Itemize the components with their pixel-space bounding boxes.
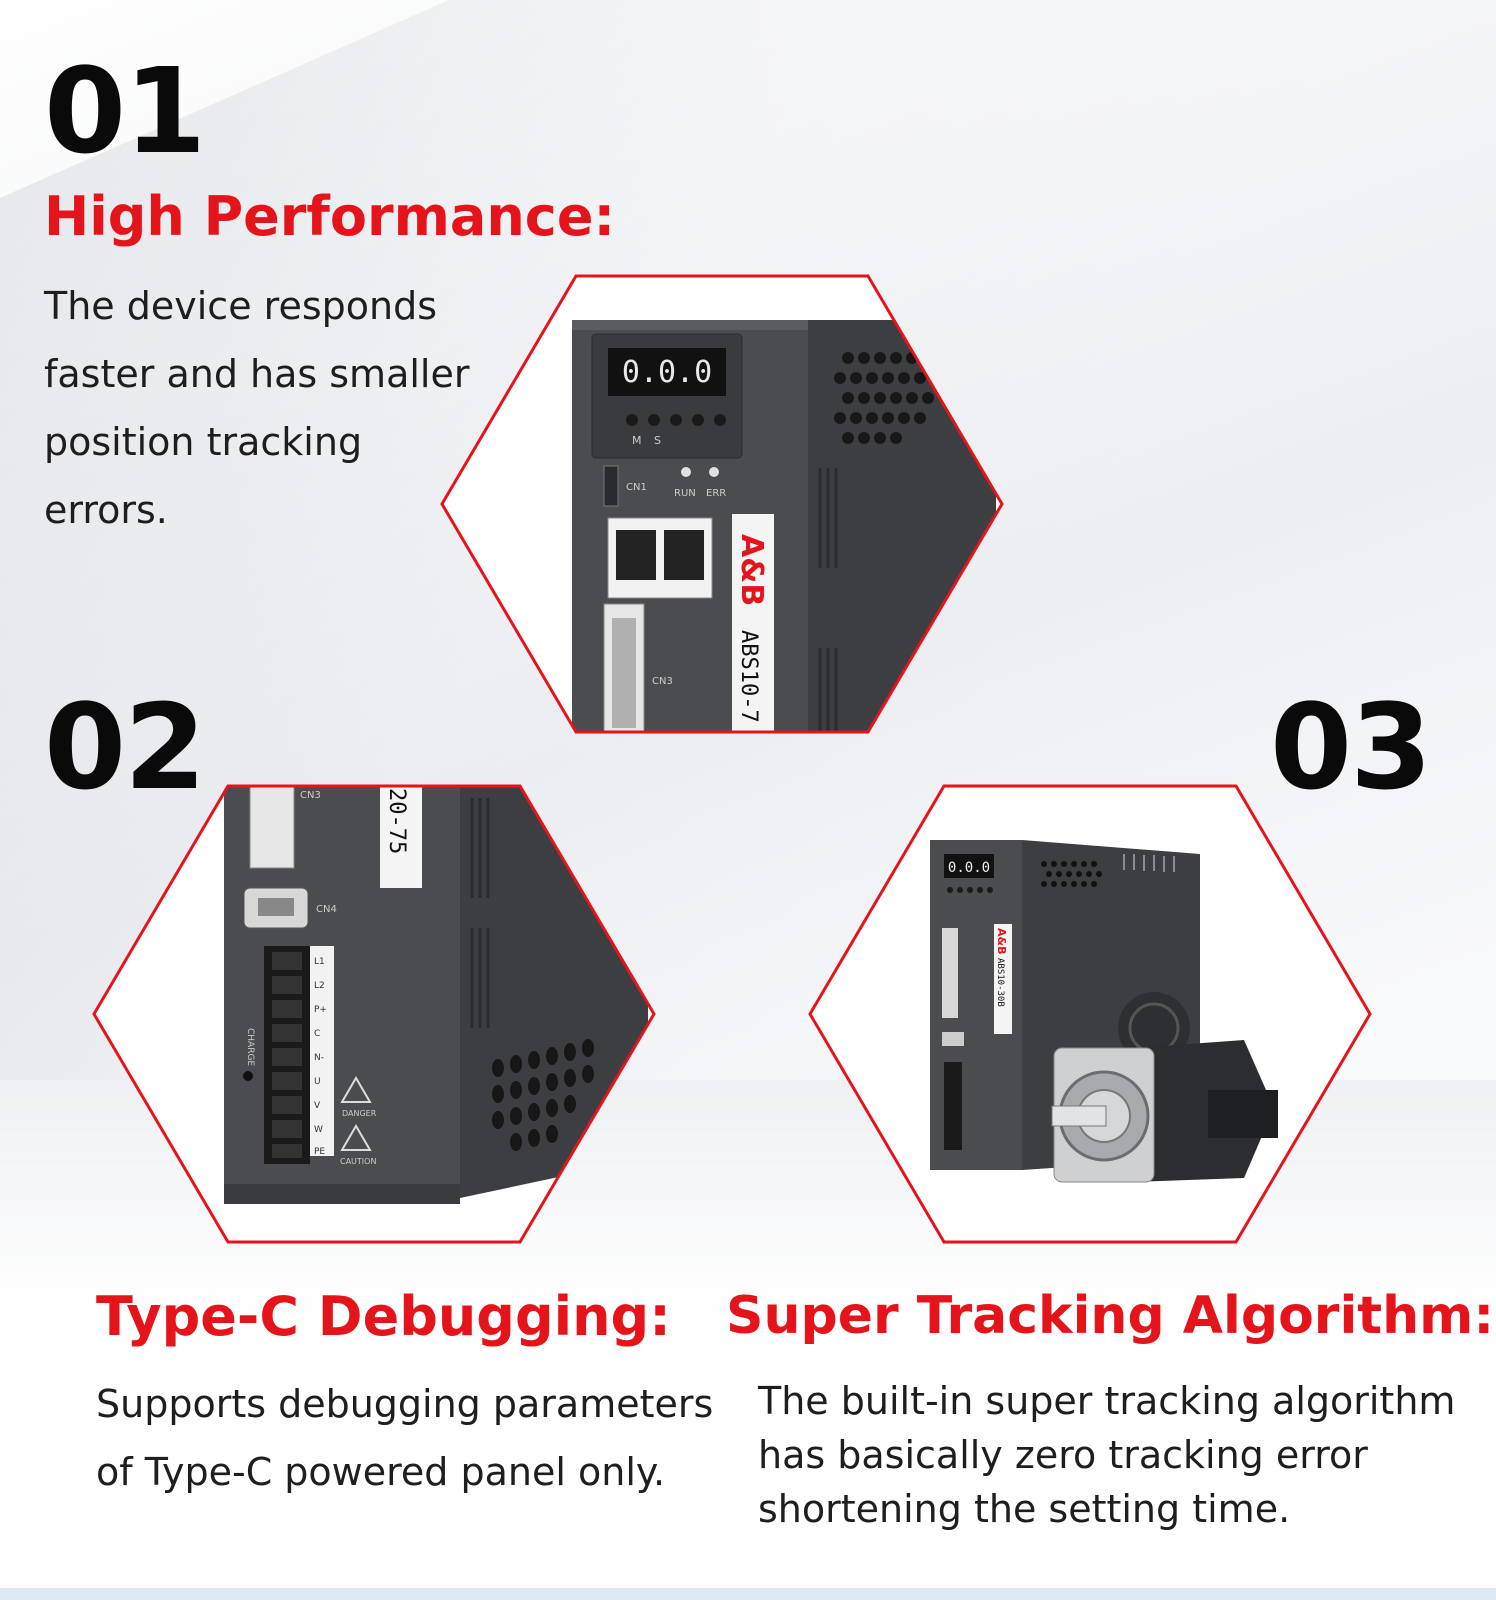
description-line: The device responds — [44, 284, 437, 328]
description-line: faster and has smaller — [44, 352, 470, 396]
hex-outline — [92, 784, 656, 1244]
description-line: shortening the setting time. — [758, 1487, 1291, 1531]
description-line: Supports debugging parameters — [96, 1382, 714, 1426]
svg-text:DANGER: DANGER — [342, 1109, 377, 1118]
svg-text:U: U — [314, 1077, 321, 1087]
svg-text:PE: PE — [314, 1147, 325, 1157]
svg-text:L2: L2 — [314, 981, 325, 991]
svg-text:ERR: ERR — [706, 488, 726, 499]
display-readout: 0.0.0 — [622, 355, 712, 390]
description-line: The built-in super tracking algorithm — [758, 1379, 1456, 1423]
svg-text:20-75: 20-75 — [384, 788, 409, 854]
svg-text:CN4: CN4 — [316, 904, 337, 915]
section-description-type-c-debugging: Supports debugging parameters of Type-C … — [96, 1370, 716, 1506]
motor-connector — [1208, 1090, 1278, 1138]
svg-text:L1: L1 — [314, 957, 325, 967]
brand-logo: A&B — [734, 534, 769, 606]
svg-text:ABS10-30B: ABS10-30B — [995, 958, 1005, 1007]
svg-text:A&B: A&B — [995, 928, 1008, 955]
svg-text:S: S — [654, 434, 661, 447]
svg-text:ABS10-7: ABS10-7 — [736, 630, 761, 723]
svg-text:CAUTION: CAUTION — [340, 1157, 376, 1166]
svg-text:CHARGE: CHARGE — [245, 1028, 255, 1066]
hex-image-drive-and-motor: 0.0.0 A&B ABS10-30B — [804, 778, 1376, 1250]
description-line: position tracking — [44, 420, 363, 464]
brand-label-strip — [732, 514, 774, 732]
section-title-high-performance: High Performance: — [44, 185, 616, 248]
svg-text:P+: P+ — [314, 1005, 327, 1015]
section-title-super-tracking: Super Tracking Algorithm: — [726, 1286, 1495, 1346]
section-number-02: 02 — [44, 678, 206, 816]
svg-text:RUN: RUN — [674, 488, 696, 499]
svg-text:N-: N- — [314, 1053, 324, 1063]
section-number-01: 01 — [44, 42, 206, 180]
svg-text:M: M — [632, 434, 642, 447]
section-title-type-c-debugging: Type-C Debugging: — [96, 1285, 671, 1348]
svg-text:V: V — [314, 1101, 321, 1111]
section-description-super-tracking: The built-in super tracking algorithm ha… — [758, 1374, 1488, 1536]
svg-text:0.0.0: 0.0.0 — [948, 860, 990, 876]
bottom-band — [0, 1588, 1496, 1600]
svg-text:CN3: CN3 — [300, 790, 321, 801]
svg-text:CN3: CN3 — [652, 676, 673, 687]
section-description-high-performance: The device responds faster and has small… — [44, 272, 484, 544]
svg-text:C: C — [314, 1029, 320, 1039]
description-line: errors. — [44, 488, 168, 532]
section-number-03: 03 — [1270, 678, 1432, 816]
hex-outline — [808, 784, 1372, 1244]
motor-body — [1134, 1040, 1274, 1182]
hex-image-terminals: CN3 20-75 CN4 L1 L2 P+ C N- U — [88, 778, 660, 1250]
hex-image-front-panel: 0.0.0 M S RUN ERR CN1 CN3 A&B — [436, 268, 1008, 740]
svg-text:CN1: CN1 — [626, 482, 647, 493]
hex-outline — [440, 274, 1004, 734]
svg-text:W: W — [314, 1125, 323, 1135]
description-line: has basically zero tracking error — [758, 1433, 1368, 1477]
description-line: of Type-C powered panel only. — [96, 1450, 666, 1494]
